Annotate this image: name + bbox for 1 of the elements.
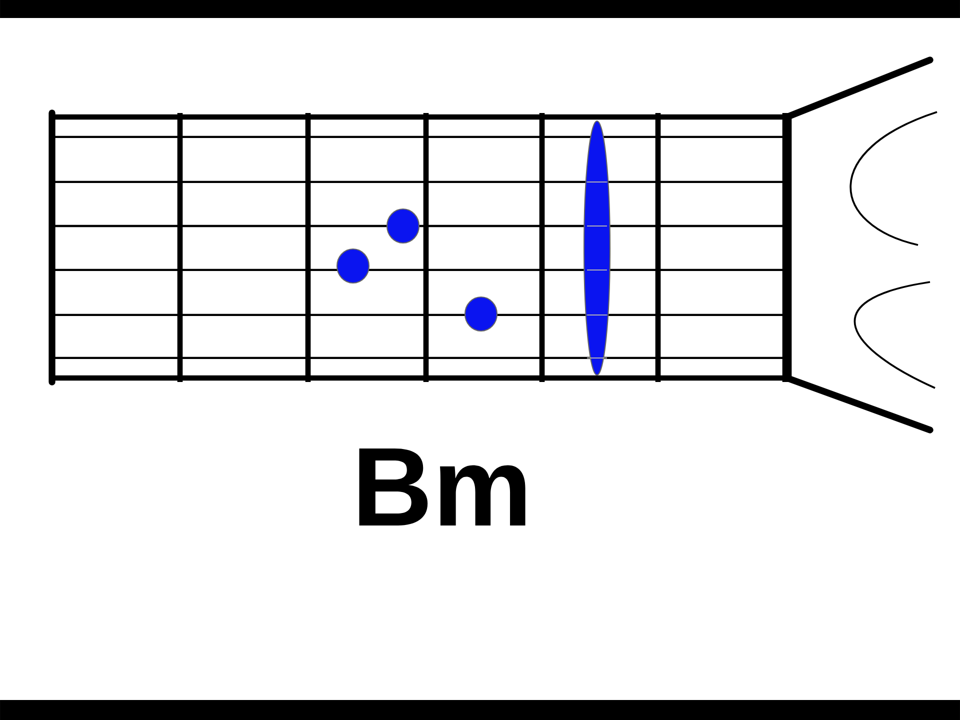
chord-name: Bm: [359, 448, 526, 526]
